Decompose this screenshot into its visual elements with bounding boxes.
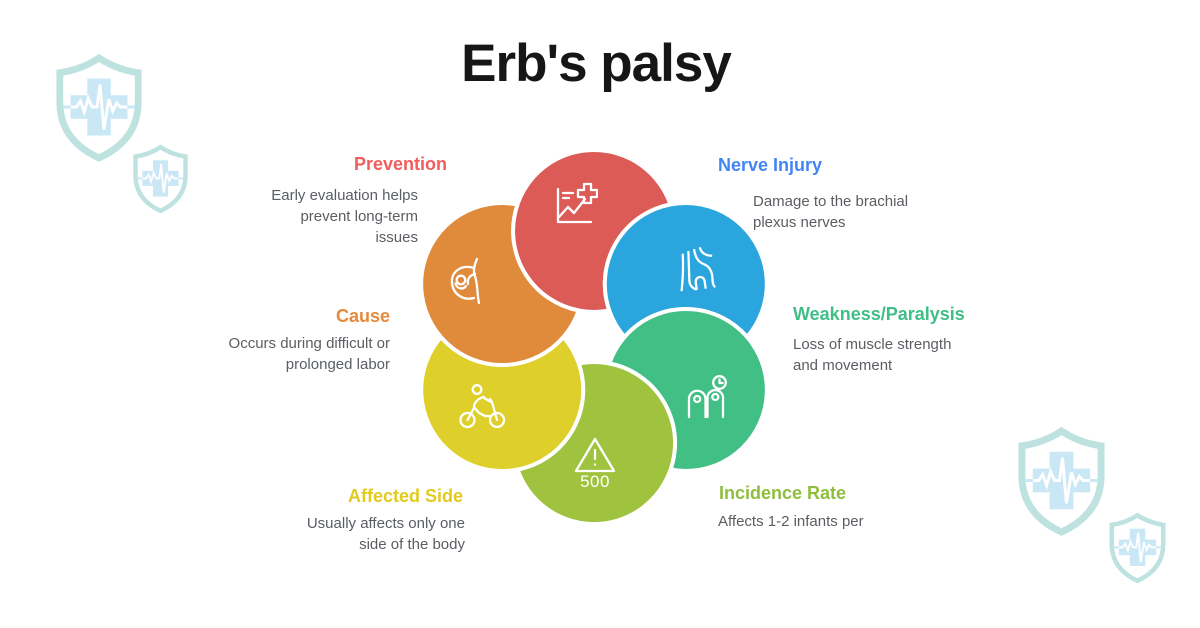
chart-medical-icon [556,182,598,224]
petal-cause [419,201,581,367]
medical-shield-icon [136,147,186,211]
medical-shield-icon [1112,515,1163,581]
segment-label-prevention: Prevention [353,154,447,174]
segment-desc-affected-side: Usually affects only one side of the bod… [306,515,465,553]
segment-desc-incidence-rate: Affects 1-2 infants per [718,513,864,530]
pinwheel-diagram [419,148,769,526]
warning-triangle-icon: 500 [574,437,616,491]
page-title: Erb's palsy [461,34,732,93]
segment-desc-cause: Occurs during difficult or prolonged lab… [228,335,390,373]
nerve-fibers-icon [680,247,716,292]
pregnancy-icon [450,257,481,305]
segment-desc-prevention: Early evaluation helps prevent long-term… [271,187,418,246]
segment-desc-weakness-paralysis: Loss of muscle strength and movement [793,336,952,374]
incidence-number: 500 [580,472,610,491]
segment-label-affected-side: Affected Side [347,486,463,506]
fingers-clock-icon [687,375,727,419]
segment-label-incidence-rate: Incidence Rate [719,483,847,503]
segment-label-nerve-injury: Nerve Injury [718,155,823,175]
medical-shield-icon [1022,431,1101,532]
cyclist-icon [459,384,506,429]
segment-desc-nerve-injury: Damage to the brachial plexus nerves [753,193,909,231]
segment-label-cause: Cause [335,306,390,326]
segment-label-weakness-paralysis: Weakness/Paralysis [793,304,965,324]
